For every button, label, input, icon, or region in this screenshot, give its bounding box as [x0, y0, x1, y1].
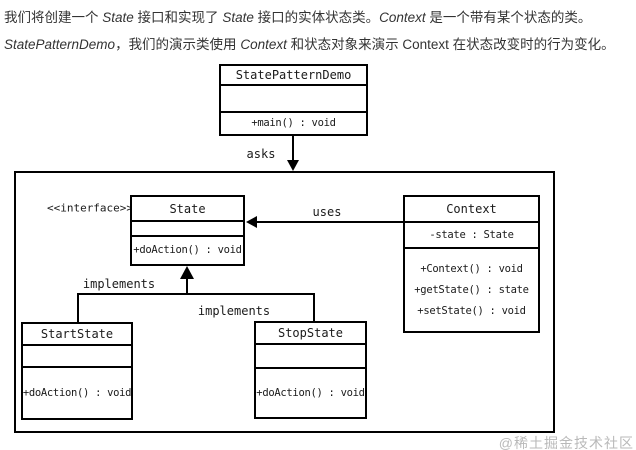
watermark-text: @稀土掘金技术社区 — [498, 435, 634, 450]
uses-arrow-line — [252, 221, 403, 223]
method-context: +Context() : void — [420, 262, 523, 275]
method-setstate: +setState() : void — [417, 304, 526, 317]
class-box-startstate: StartState +doAction() : void — [21, 322, 133, 420]
intro-paragraph: 我们将创建一个 State 接口和实现了 State 接口的实体状态类。Cont… — [4, 4, 634, 58]
class-box-statepatterndemo: StatePatternDemo +main() : void — [219, 64, 368, 136]
class-title: StartState — [40, 327, 114, 341]
method-getstate: +getState() : state — [414, 283, 529, 296]
asks-arrow-line — [292, 136, 294, 162]
class-attributes-empty — [132, 220, 243, 235]
asks-label: asks — [244, 147, 278, 161]
intro-line-2: StatePatternDemo，我们的演示类使用 Context 和状态对象来… — [4, 31, 634, 58]
uses-label: uses — [310, 205, 344, 219]
method-doaction: +doAction() : void — [133, 244, 242, 256]
class-box-stopstate: StopState +doAction() : void — [254, 321, 367, 419]
intro-text: ，我们的演示类使用 — [115, 37, 241, 52]
class-title: State — [169, 201, 206, 216]
asks-arrowhead-icon — [287, 160, 299, 171]
intro-term-context: Context — [379, 10, 426, 25]
intro-text: 接口的实体状态类。 — [253, 10, 380, 25]
class-title: StopState — [277, 326, 344, 340]
class-attributes-empty — [256, 343, 365, 367]
implements-label-right: implements — [195, 304, 273, 318]
class-methods: +Context() : void +getState() : state +s… — [405, 247, 538, 331]
class-box-state: State +doAction() : void — [130, 195, 245, 266]
class-title: StatePatternDemo — [235, 67, 352, 82]
class-box-context: Context -state : State +Context() : void… — [403, 195, 540, 333]
intro-term-statepatterndemo: StatePatternDemo — [4, 37, 116, 52]
intro-term-context: Context — [240, 37, 287, 52]
class-title: Context — [446, 202, 497, 216]
method-doaction: +doAction() : void — [256, 386, 365, 399]
class-attribute-state: -state : State — [405, 221, 538, 247]
intro-term-state: State — [222, 10, 254, 25]
uses-arrowhead-icon — [246, 216, 257, 228]
method-main: +main() : void — [251, 117, 336, 129]
intro-text: 接口和实现了 — [133, 10, 223, 25]
class-methods: +main() : void — [221, 111, 366, 134]
implements-label-left: implements — [80, 277, 158, 291]
implements-horizontal-line — [77, 293, 315, 295]
implements-riser-startstate — [77, 293, 79, 322]
implements-arrow-stem — [186, 277, 188, 295]
implements-riser-stopstate — [313, 293, 315, 322]
class-methods: +doAction() : void — [132, 235, 243, 264]
class-methods: +doAction() : void — [22, 366, 132, 418]
intro-text: 是一个带有某个状态的类。 — [425, 10, 592, 25]
intro-term-state: State — [102, 10, 134, 25]
implements-arrowhead-icon — [180, 266, 194, 279]
intro-text: 和状态对象来演示 Context 在状态改变时的行为变化。 — [286, 37, 615, 52]
class-attributes-empty — [23, 344, 131, 366]
method-doaction: +doAction() : void — [22, 386, 132, 399]
intro-line-1: 我们将创建一个 State 接口和实现了 State 接口的实体状态类。Cont… — [4, 4, 634, 31]
class-attributes-empty — [221, 83, 366, 111]
interface-stereotype-label: <<interface>> — [44, 201, 136, 215]
intro-text: 我们将创建一个 — [4, 10, 103, 25]
class-methods: +doAction() : void — [256, 367, 365, 417]
diagram-container-box — [14, 171, 555, 433]
